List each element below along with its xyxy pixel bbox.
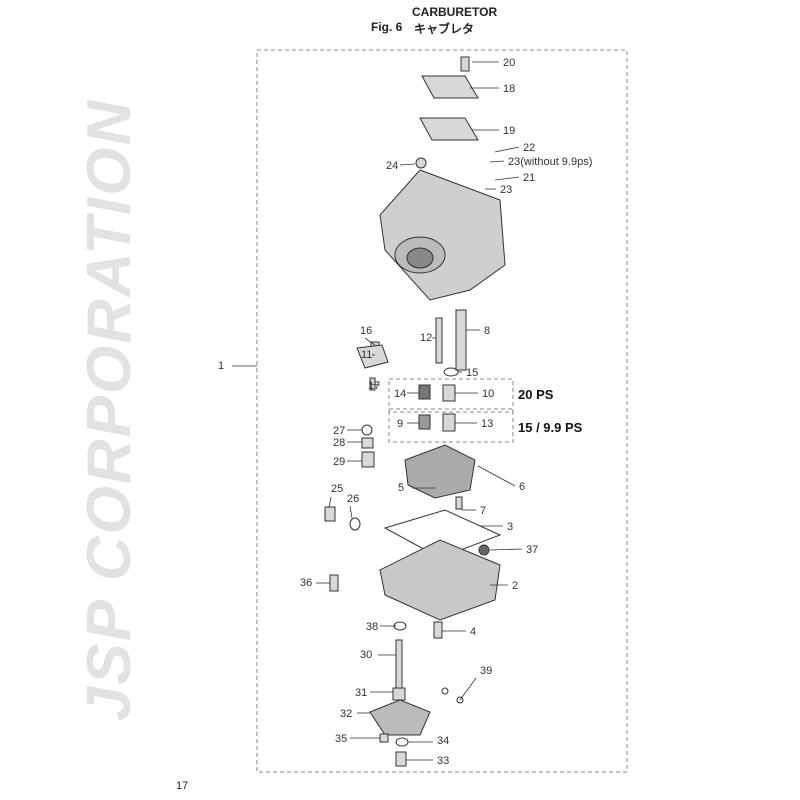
leader-line	[494, 176, 520, 181]
callout-26: 26	[347, 493, 359, 505]
callout-23-without-9-9ps-: 23(without 9.9ps)	[508, 156, 592, 168]
leader-line	[459, 677, 477, 701]
callout-15: 15	[466, 367, 478, 379]
assembly-boundary	[256, 49, 628, 773]
diagram-title: CARBURETOR	[412, 5, 498, 19]
page-number: 17	[176, 780, 189, 792]
callout-21: 21	[523, 172, 535, 184]
callout-36: 36	[300, 577, 312, 589]
callout-13: 13	[481, 418, 493, 430]
callout-17: 17	[368, 380, 380, 392]
callout-11: 11	[361, 349, 372, 361]
callout-32: 32	[340, 708, 352, 720]
leader-line	[399, 163, 416, 166]
callout-37: 37	[526, 544, 538, 556]
callout-6: 6	[519, 481, 525, 493]
callout-28: 28	[333, 437, 345, 449]
callout-31: 31	[355, 687, 367, 699]
callout-5: 5	[398, 482, 404, 494]
leader-line	[489, 160, 505, 163]
callout-39: 39	[480, 665, 492, 677]
callout-8: 8	[484, 325, 490, 337]
leader-line	[328, 496, 332, 508]
callout-24: 24	[386, 160, 398, 172]
variant-box-20ps	[388, 378, 514, 413]
callout-34: 34	[437, 735, 449, 747]
callout-38: 38	[366, 621, 378, 633]
variant-label-20ps: 20 PS	[518, 387, 554, 402]
callout-1: 1	[218, 360, 224, 372]
callout-3: 3	[507, 521, 513, 533]
callout-10: 10	[482, 388, 494, 400]
figure-title-jp: キャブレタ	[414, 22, 475, 36]
callout-2: 2	[512, 580, 518, 592]
variant-label-15-9.9ps: 15 / 9.9 PS	[518, 420, 583, 435]
leader-line	[369, 383, 381, 386]
callout-9: 9	[397, 418, 403, 430]
callout-16: 16	[360, 325, 372, 337]
callout-20: 20	[503, 57, 515, 69]
callout-27: 27	[333, 425, 345, 437]
leader-lines	[232, 61, 523, 761]
leader-line	[364, 337, 376, 346]
figure-number: Fig. 6	[371, 20, 403, 34]
variant-box-15ps	[388, 408, 514, 443]
callout-23: 23	[500, 184, 512, 196]
callout-19: 19	[503, 125, 515, 137]
callout-25: 25	[331, 483, 343, 495]
callout-35: 35	[335, 733, 347, 745]
callout-4: 4	[470, 626, 476, 638]
leader-line	[349, 505, 353, 519]
leader-line	[489, 548, 523, 551]
callout-14: 14	[394, 388, 406, 400]
callout-30: 30	[360, 649, 372, 661]
callout-33: 33	[437, 755, 449, 767]
leader-line	[477, 465, 516, 487]
callout-29: 29	[333, 456, 345, 468]
leader-line	[494, 146, 520, 153]
callout-22: 22	[523, 142, 535, 154]
part-shapes	[324, 56, 506, 767]
callout-18: 18	[503, 83, 515, 95]
callout-12: 12	[420, 332, 432, 344]
callout-7: 7	[480, 505, 486, 517]
